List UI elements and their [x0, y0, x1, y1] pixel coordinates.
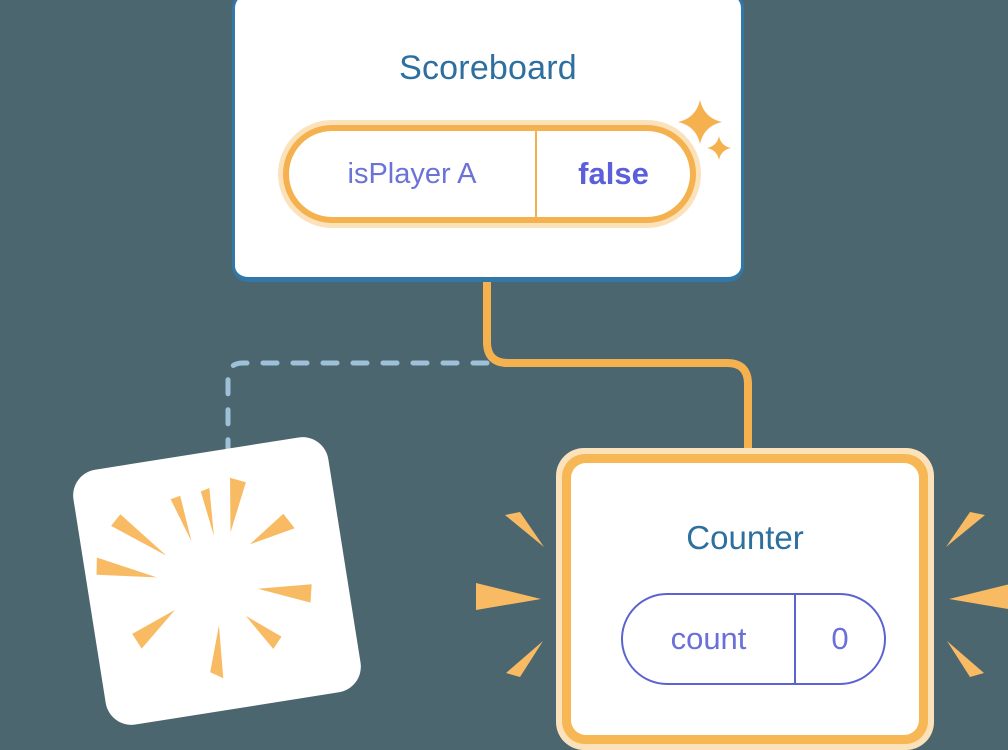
scoreboard-pill-body: isPlayer A false — [289, 131, 690, 217]
burst-ray — [249, 513, 295, 545]
burst-card-ray-group — [96, 477, 312, 679]
burst-ray — [229, 477, 246, 533]
burst-ray — [200, 488, 214, 536]
counter-card[interactable]: Counter count 0 — [556, 448, 934, 750]
burst-card[interactable] — [69, 433, 365, 729]
counter-ray-left-upper — [505, 512, 544, 547]
counter-ray-left-lower — [506, 641, 543, 677]
counter-state-pill[interactable]: count 0 — [621, 593, 886, 685]
burst-ray — [257, 584, 312, 603]
burst-ray — [96, 557, 157, 578]
counter-ray-right-upper — [946, 512, 985, 547]
burst-ray — [210, 625, 224, 679]
burst-ray — [170, 495, 192, 542]
connector-solid-to-counter — [483, 282, 752, 455]
burst-ray — [132, 609, 176, 649]
scoreboard-card[interactable]: Scoreboard isPlayer A false — [232, 0, 744, 282]
scoreboard-state-value: false — [578, 156, 649, 191]
scoreboard-state-pill[interactable]: isPlayer A false — [278, 120, 701, 228]
counter-state-value: 0 — [831, 621, 849, 656]
counter-ray-right-middle — [949, 584, 1008, 609]
counter-ray-right-lower — [947, 641, 984, 677]
counter-card-highlight-ring: Counter count 0 — [562, 454, 928, 744]
burst-ray — [111, 514, 167, 556]
counter-title: Counter — [686, 519, 804, 556]
scoreboard-state-key: isPlayer A — [289, 131, 537, 217]
counter-state-key: count — [623, 595, 796, 683]
burst-ray — [245, 615, 282, 650]
counter-card-body: Counter count 0 — [571, 463, 919, 735]
scoreboard-title: Scoreboard — [399, 49, 577, 87]
scoreboard-pill-ring: isPlayer A false — [283, 125, 696, 223]
counter-ray-left-middle — [476, 583, 541, 610]
